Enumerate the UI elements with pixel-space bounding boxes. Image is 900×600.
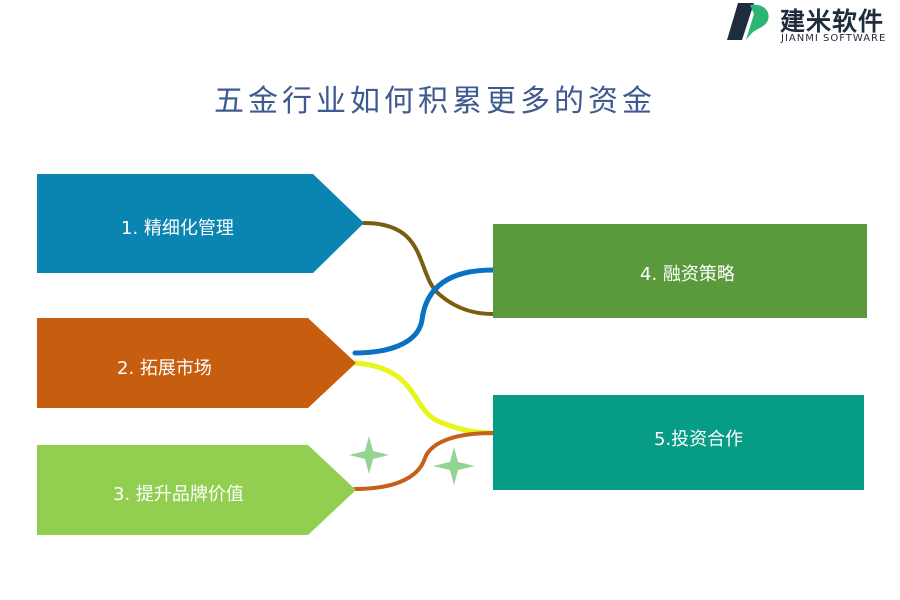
logo: 建米软件 JIANMI SOFTWARE [724, 0, 900, 48]
connector-4-2 [352, 267, 496, 356]
logo-mark-icon [727, 3, 769, 40]
logo-name-cn: 建米软件 [780, 7, 885, 36]
item-box-2 [37, 318, 356, 408]
connector-5-3 [353, 431, 495, 491]
item-label-2: 2. 拓展市场 [117, 358, 212, 379]
connector-1-4 [362, 221, 495, 316]
item-label-5: 5.投资合作 [654, 429, 744, 450]
sparkle-icon [433, 447, 475, 485]
item-box-1 [37, 174, 364, 273]
sparkle-icon [349, 436, 389, 474]
item-box-3 [37, 445, 356, 535]
connector-2-5 [352, 360, 496, 436]
item-box-5 [493, 395, 864, 490]
item-label-1: 1. 精细化管理 [121, 218, 234, 239]
item-label-3: 3. 提升品牌价值 [113, 484, 244, 505]
item-box-4 [493, 224, 867, 318]
page-title: 五金行业如何积累更多的资金 [214, 84, 656, 119]
logo-name-en: JIANMI SOFTWARE [781, 33, 887, 44]
item-label-4: 4. 融资策略 [640, 264, 735, 285]
